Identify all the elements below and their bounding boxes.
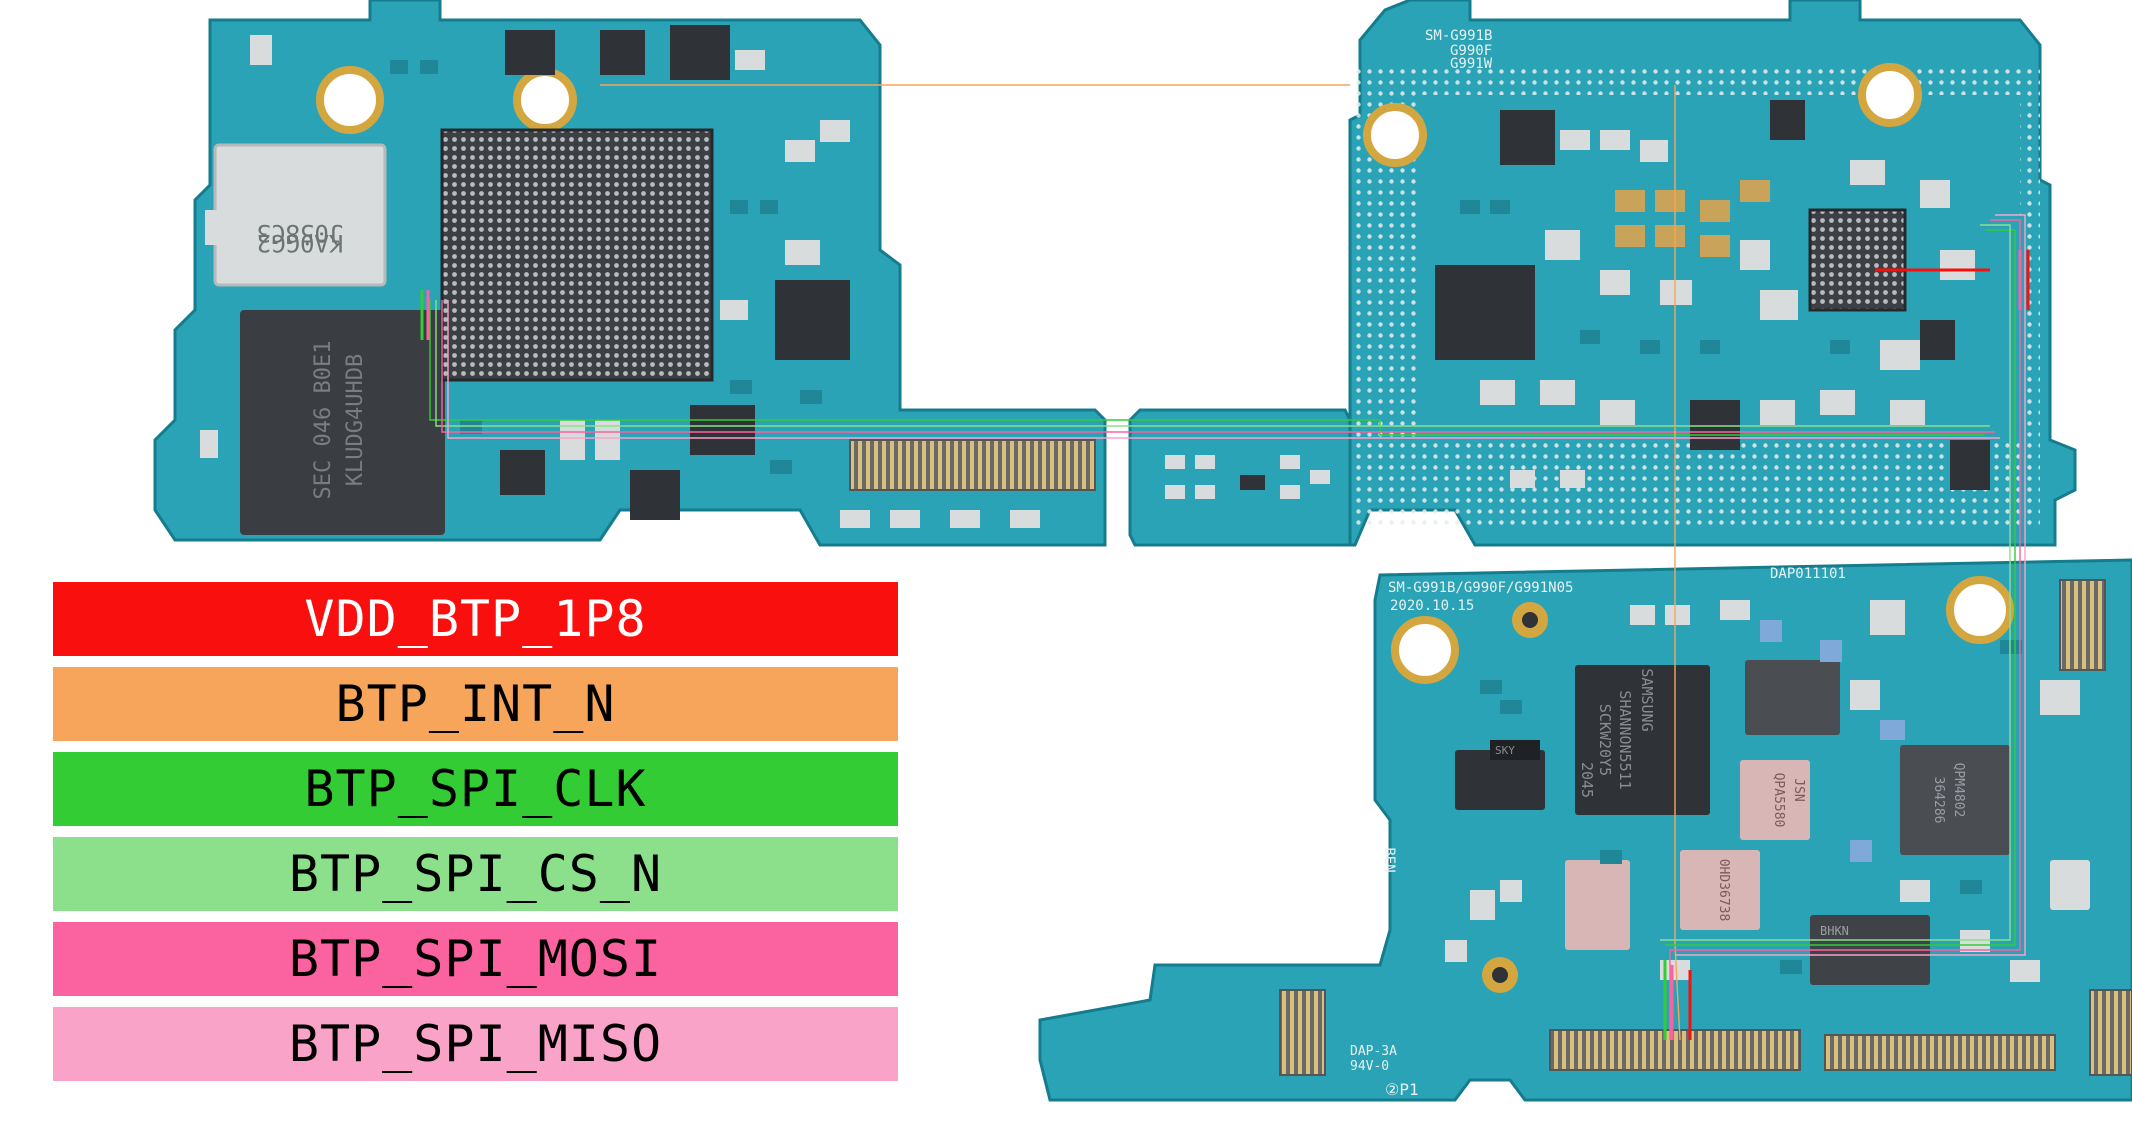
sub-board: SM-G991B/G990F/G991N05 2020.10.15 DAP011… (1038, 558, 2132, 1102)
sub-date-label: 2020.10.15 (1390, 598, 1474, 614)
qpa-label-2: JSN (1791, 778, 1806, 801)
legend-item-btp-int-n: BTP_INT_N (53, 667, 898, 741)
signal-legend: VDD_BTP_1P8 BTP_INT_N BTP_SPI_CLK BTP_SP… (53, 582, 898, 1092)
board-model-label-1: SM-G991B (1425, 28, 1492, 44)
storage-label-2: KLUDG4UHDB (343, 354, 368, 486)
top-left-board: J058C3 KA0GG2 SEC 046 B0E1 KLUDG4UHDB (153, 0, 1107, 547)
sky-label: SKY (1495, 744, 1515, 757)
board-model-label-3: G991W (1450, 56, 1493, 72)
modem-label-4: 2045 (1578, 762, 1596, 798)
legend-item-btp-spi-cs-n: BTP_SPI_CS_N (53, 837, 898, 911)
p1-label: ②P1 (1385, 1080, 1419, 1099)
ben-label: BEN (1381, 847, 1397, 872)
rating-label: 94V-0 (1350, 1059, 1389, 1074)
pm-label-2: 364286 (1931, 777, 1946, 824)
ram-label-2: KA0GG2 (257, 229, 344, 257)
ram-label-1: J058C3 (257, 219, 344, 247)
storage-label-1: SEC 046 B0E1 (311, 341, 336, 500)
middle-module (1128, 408, 1352, 547)
modem-label-2: SHANNON5511 (1616, 690, 1634, 789)
sub-model-label: SM-G991B/G990F/G991N05 (1388, 580, 1573, 596)
modem-label-1: SAMSUNG (1638, 668, 1656, 731)
board-model-label-2: G990F (1450, 43, 1492, 59)
legend-item-btp-spi-clk: BTP_SPI_CLK (53, 752, 898, 826)
legend-item-vdd-btp-1p8: VDD_BTP_1P8 (53, 582, 898, 656)
modem-label-3: SCKW20Y5 (1596, 704, 1614, 776)
qpa-label-1: QPA5580 (1771, 773, 1786, 828)
top-right-board: SM-G991B G990F G991W (1348, 0, 2077, 547)
bhkn-label: BHKN (1820, 924, 1849, 938)
qpa-label-3: 0HD36738 (1716, 859, 1731, 922)
legend-item-btp-spi-miso: BTP_SPI_MISO (53, 1007, 898, 1081)
dap-label: DAP-3A (1350, 1044, 1397, 1059)
legend-item-btp-spi-mosi: BTP_SPI_MOSI (53, 922, 898, 996)
signal-traces (420, 84, 2030, 1041)
sub-code-label: DAP011101 (1770, 566, 1846, 582)
pm-label-1: QPM4802 (1951, 763, 1966, 818)
